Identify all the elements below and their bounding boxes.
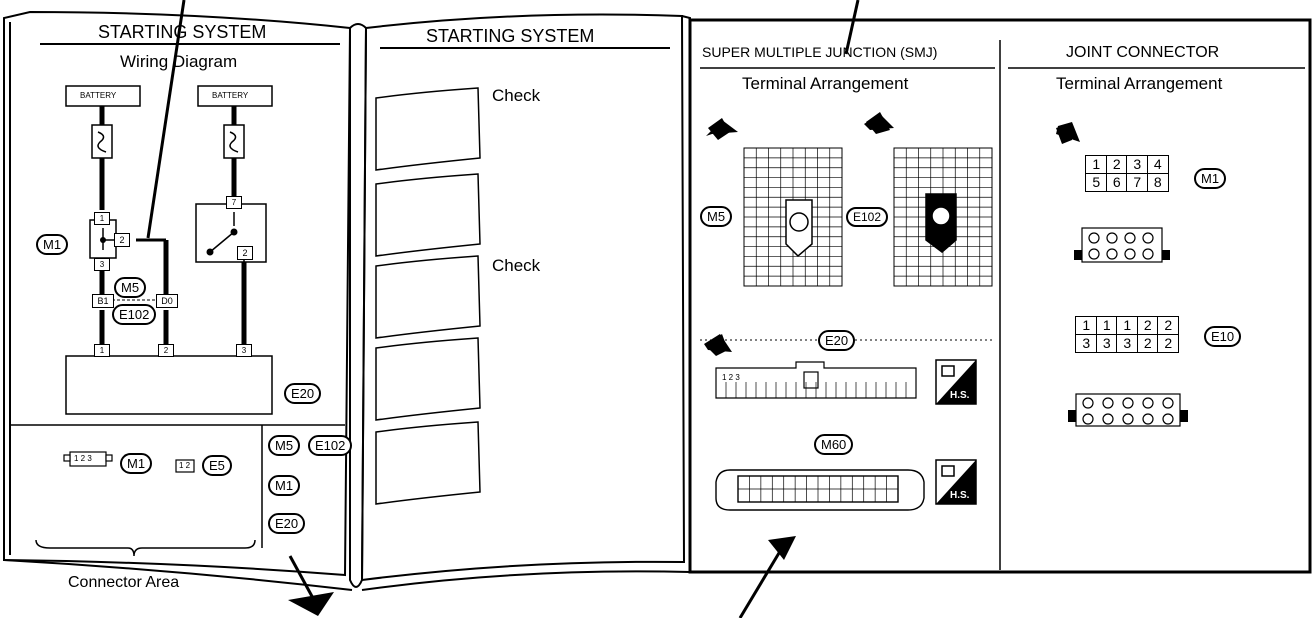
right-page-outline (688, 18, 1312, 574)
connector-pins-12: 1 2 (179, 461, 191, 470)
battery-label-1: BATTERY (80, 91, 117, 100)
terminal-cell: 1 (1075, 316, 1098, 336)
terminal-cell: 2 (1136, 316, 1159, 336)
connector-e102-label: E102 (112, 304, 157, 325)
hs-label-2: H.S. (950, 490, 970, 501)
terminal-cell: 2 (1157, 333, 1180, 353)
terminal-cell: 7 (1126, 172, 1149, 192)
terminal-cell: 3 (1095, 333, 1118, 353)
terminal-cell: 3 (1126, 155, 1149, 175)
connector-area-label: Connector Area (68, 574, 180, 591)
pin-t3: 3 (236, 344, 252, 357)
middle-page-outline (360, 13, 686, 582)
e20-pin-numbers: 1 2 3 (722, 373, 740, 382)
jc-header: JOINT CONNECTOR (1066, 44, 1220, 61)
connector-m5-list: M5 (268, 435, 301, 456)
battery-label-2: BATTERY (212, 91, 249, 100)
connector-m1-small-label: M1 (120, 453, 153, 474)
pin-t2: 2 (158, 344, 174, 357)
terminal-cell: 1 (1095, 316, 1118, 336)
pin-1: 1 (94, 212, 110, 225)
connector-m5-label: M5 (114, 277, 147, 298)
left-page-outline (3, 10, 352, 577)
connector-pins-123: 1 2 3 (74, 454, 92, 463)
jc-subheader: Terminal Arrangement (1056, 74, 1223, 93)
terminal-cell: 1 (1116, 316, 1139, 336)
smj-m5-label: M5 (700, 206, 733, 227)
pin-2b: 2 (237, 246, 253, 260)
terminal-cell: 2 (1105, 155, 1128, 175)
check-label-1: Check (492, 86, 541, 105)
pin-t1: 1 (94, 344, 110, 357)
hs-label-1: H.S. (950, 390, 970, 401)
jc-e10-label: E10 (1204, 326, 1242, 347)
smj-e20-label: E20 (818, 330, 856, 351)
smj-header: SUPER MULTIPLE JUNCTION (SMJ) (702, 44, 938, 60)
connector-e5-label: E5 (202, 455, 232, 476)
pin-3: 3 (94, 258, 110, 271)
smj-e102-label: E102 (846, 207, 889, 227)
terminal-cell: 8 (1146, 172, 1169, 192)
terminal-cell: 6 (1105, 172, 1128, 192)
check-label-2: Check (492, 256, 541, 275)
connector-e102-list: E102 (308, 435, 353, 456)
terminal-cell: 2 (1136, 333, 1159, 353)
smj-subheader: Terminal Arrangement (742, 74, 909, 93)
pin-2: 2 (114, 233, 130, 247)
terminal-cell: 5 (1085, 172, 1108, 192)
terminal-cell: 3 (1116, 333, 1139, 353)
smj-m60-label: M60 (814, 434, 854, 455)
connector-m1-list: M1 (268, 475, 301, 496)
terminal-cell: 3 (1075, 333, 1098, 353)
pin-7: 7 (226, 196, 242, 209)
jc-m1-label: M1 (1194, 168, 1227, 189)
pin-d0: D0 (156, 294, 178, 308)
arrow-connector-area (288, 592, 334, 616)
left-page-header: STARTING SYSTEM (98, 22, 267, 42)
connector-e20-list: E20 (268, 513, 306, 534)
connector-m1-label: M1 (36, 234, 69, 255)
terminal-cell: 4 (1146, 155, 1169, 175)
terminal-cell: 1 (1085, 155, 1108, 175)
terminal-cell: 2 (1157, 316, 1180, 336)
middle-page-header: STARTING SYSTEM (426, 26, 595, 46)
left-page-subheader: Wiring Diagram (120, 52, 238, 71)
pin-b1: B1 (92, 294, 114, 308)
connector-e20-label: E20 (284, 383, 322, 404)
